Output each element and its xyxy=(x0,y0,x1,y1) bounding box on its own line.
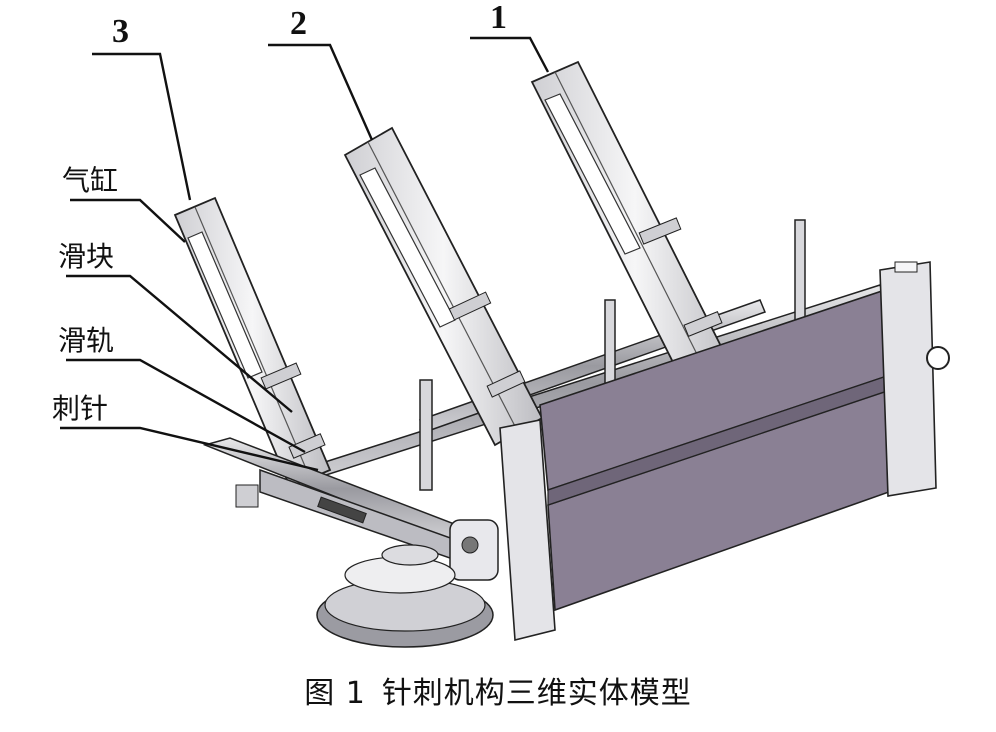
cylinder-3 xyxy=(173,196,332,489)
leader-slider xyxy=(66,274,293,413)
label-3: 3 xyxy=(112,13,129,50)
figure-number: 图 1 xyxy=(304,676,366,711)
figure-caption: 图 1 针刺机构三维实体模型 xyxy=(0,668,996,712)
label-cylinder: 气缸 xyxy=(62,164,118,197)
rotary-disk xyxy=(316,544,494,648)
leader-1 xyxy=(470,36,550,73)
mechanism-diagram: 3 2 1 气缸 滑块 滑轨 刺针 xyxy=(52,0,950,648)
cylinder-2 xyxy=(343,126,544,447)
label-2: 2 xyxy=(290,5,307,42)
label-1: 1 xyxy=(490,0,507,36)
figure-title: 针刺机构三维实体模型 xyxy=(381,676,692,711)
leader-cylinder xyxy=(70,198,186,243)
label-slider: 滑块 xyxy=(58,240,114,273)
leader-3 xyxy=(92,52,192,201)
needle-bar xyxy=(202,437,499,581)
leader-2 xyxy=(268,43,374,141)
leader-rail xyxy=(66,358,306,454)
label-needle: 刺针 xyxy=(52,392,108,425)
frame xyxy=(499,261,950,642)
leader-needle xyxy=(60,426,319,472)
leader-lines xyxy=(60,36,550,472)
label-rail: 滑轨 xyxy=(58,324,114,357)
